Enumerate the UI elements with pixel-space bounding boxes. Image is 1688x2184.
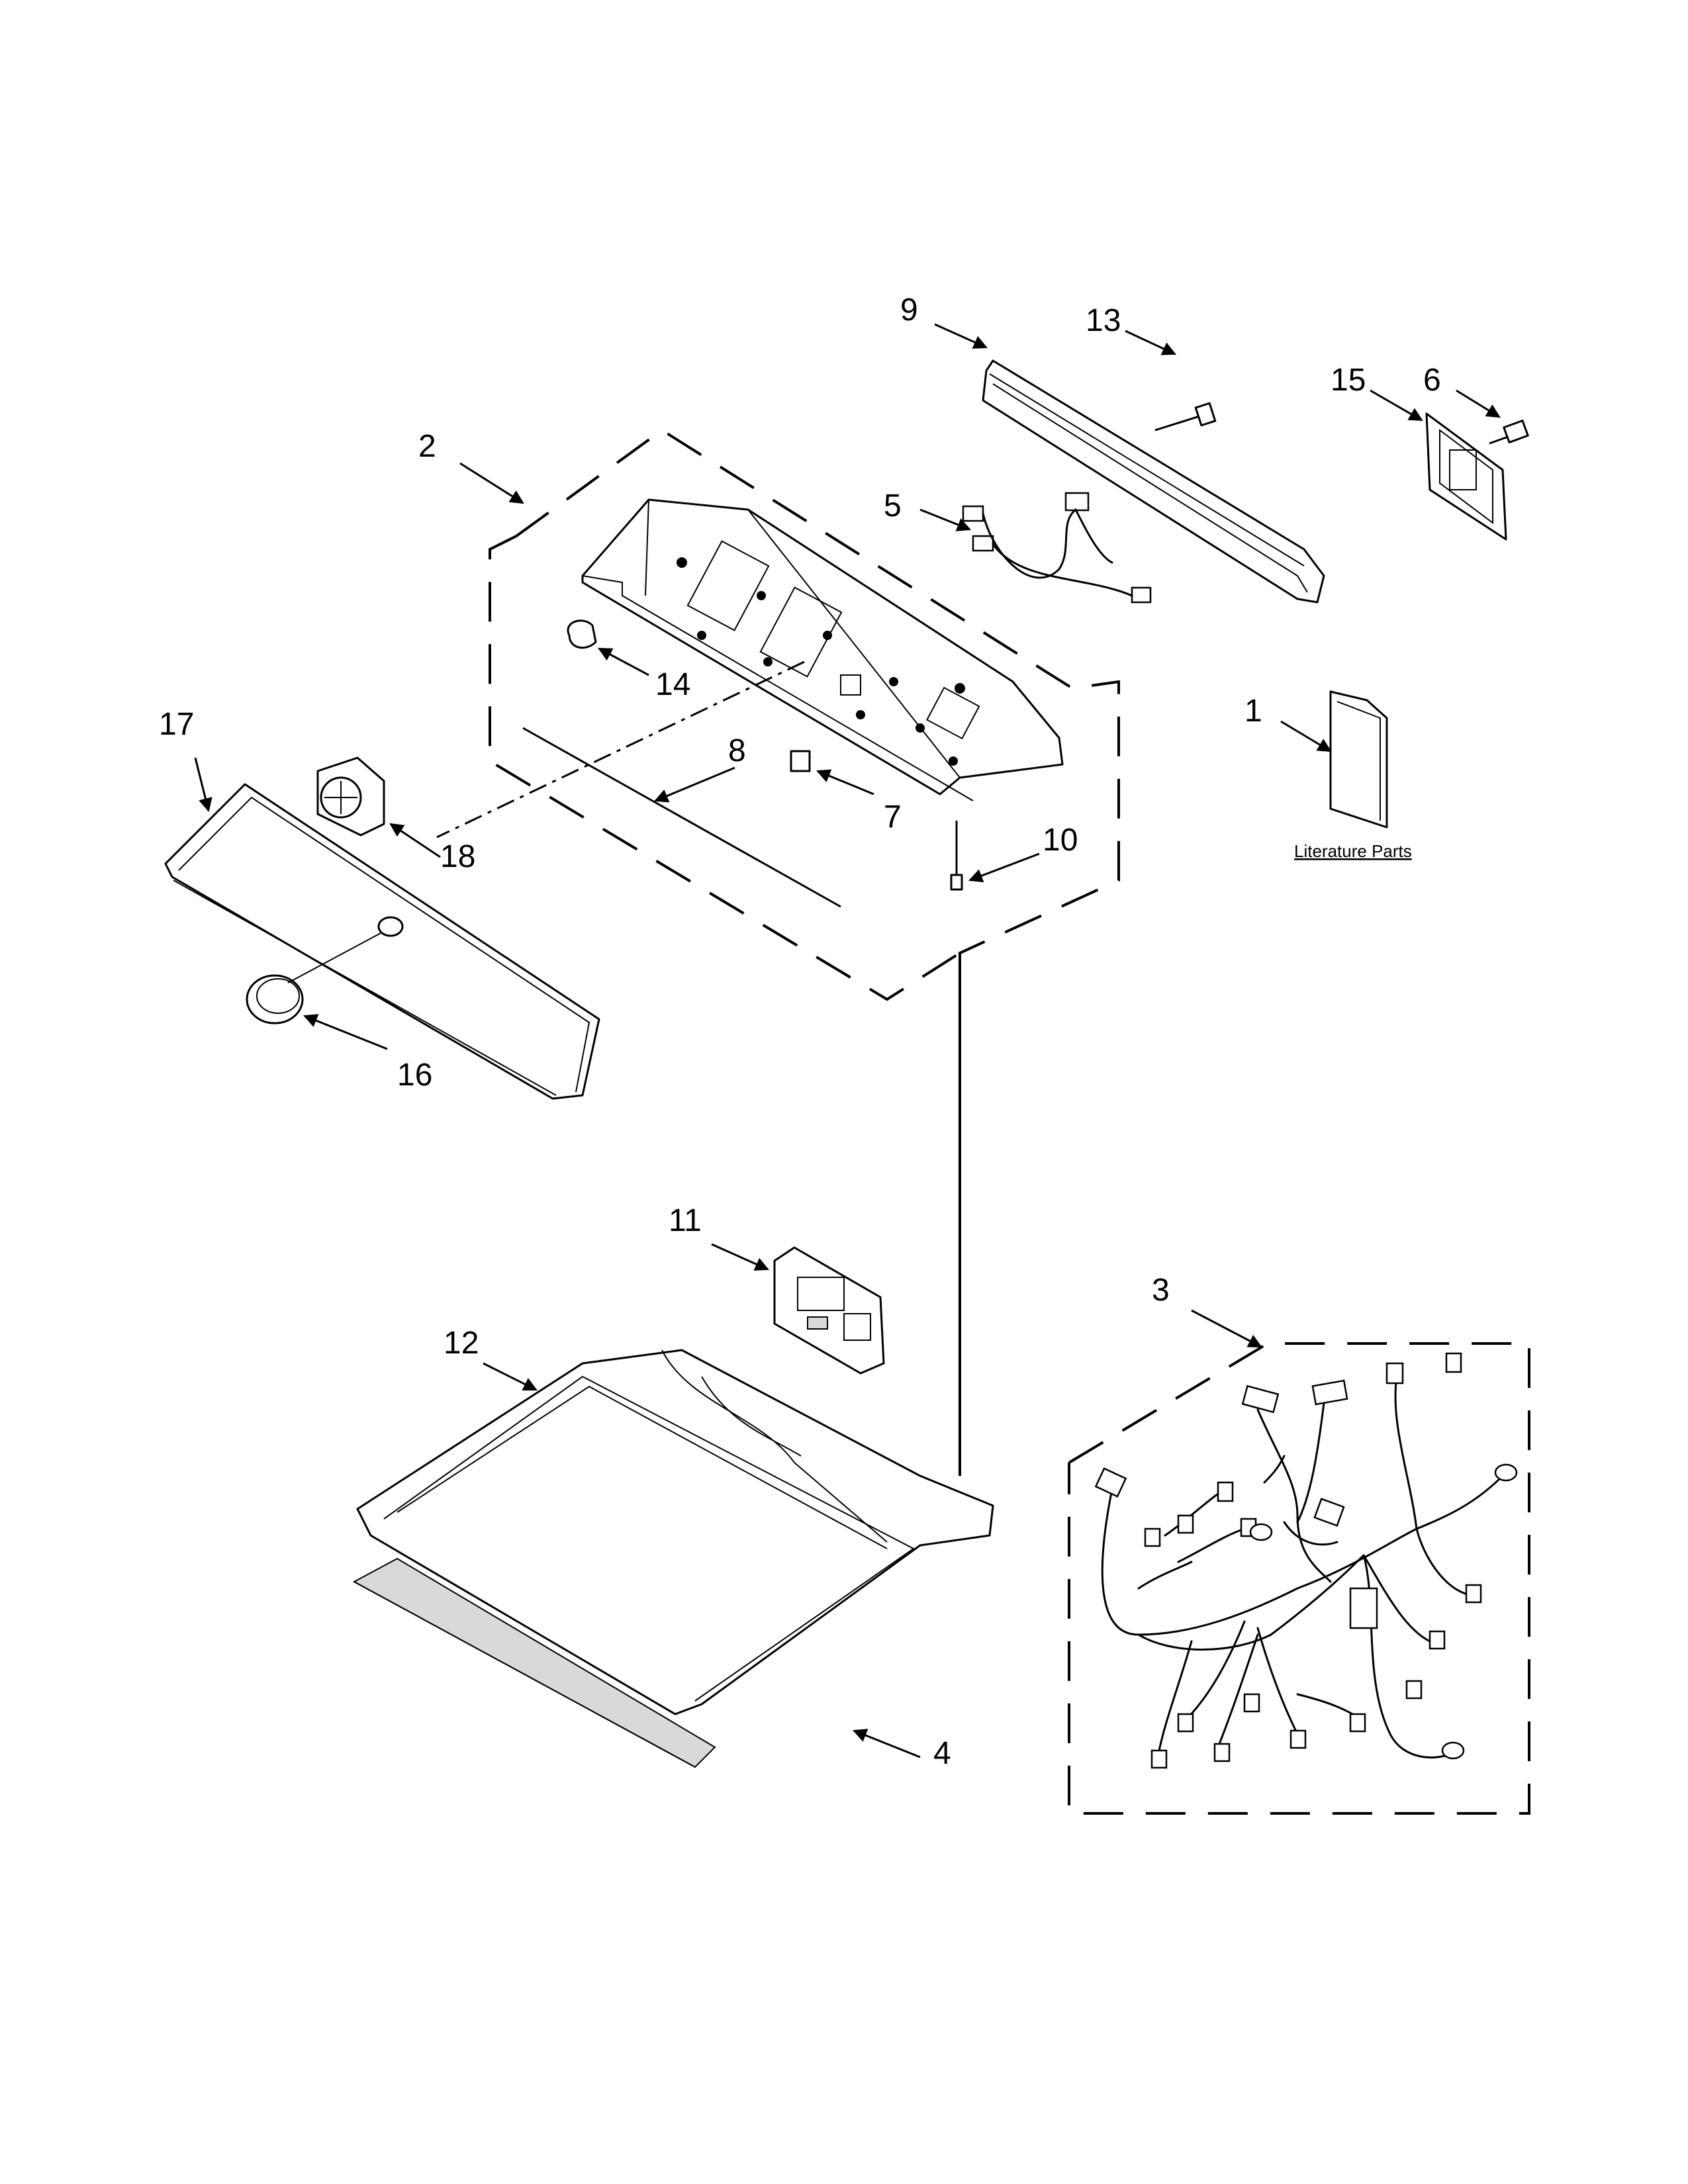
callout-11: 11 (669, 1203, 702, 1238)
callout-1: 1 (1244, 694, 1262, 729)
callout-17: 17 (159, 707, 194, 742)
control-board-part-11 (773, 1246, 885, 1375)
callout-10: 10 (1043, 823, 1078, 858)
callout-2: 2 (418, 429, 436, 464)
callout-18: 18 (440, 839, 475, 874)
screw-part-13 (1154, 402, 1217, 432)
screw-part-10 (950, 821, 963, 891)
callout-5: 5 (884, 488, 902, 523)
wire-harness-part-5 (962, 492, 1152, 604)
bezel-part-17 (164, 783, 600, 1100)
callout-16: 16 (397, 1058, 432, 1093)
callout-13: 13 (1086, 303, 1121, 338)
callout-8: 8 (728, 733, 746, 768)
callout-3: 3 (1152, 1273, 1170, 1308)
callout-6: 6 (1423, 363, 1441, 398)
callout-14: 14 (655, 667, 690, 702)
literature-booklet-part-1 (1329, 690, 1388, 829)
callout-4: 4 (933, 1736, 951, 1771)
callout-15: 15 (1331, 363, 1366, 398)
panel-part-4 (352, 1557, 716, 1768)
bracket-part-15 (1425, 412, 1507, 541)
literature-parts-label: Literature Parts (1294, 841, 1412, 861)
clip-part-7 (790, 750, 811, 772)
callout-9: 9 (900, 293, 918, 328)
knob-part-16 (246, 974, 304, 1024)
screw-part-6 (1489, 420, 1529, 445)
trim-part-9 (982, 359, 1325, 604)
module-part-18 (316, 756, 385, 837)
harness-boundary (1068, 1342, 1530, 1815)
callout-12: 12 (444, 1326, 479, 1361)
alignment-line (436, 660, 805, 839)
rod-part-8 (522, 727, 841, 908)
callout-7: 7 (884, 799, 902, 835)
main-top-part-12 (356, 1349, 994, 1715)
knob-shaft (377, 916, 404, 937)
wire-harness-part-3 (1094, 1352, 1518, 1769)
console-panel (581, 498, 1064, 801)
leader-arrows (194, 323, 1501, 1758)
knob-axis-line (287, 933, 381, 983)
clip-part-14 (567, 619, 597, 649)
